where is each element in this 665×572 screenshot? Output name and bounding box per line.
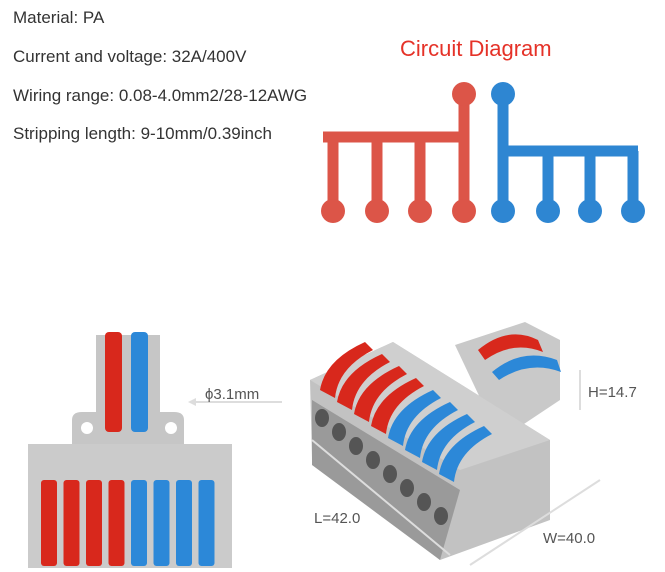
lever [320,342,373,398]
spec-stripping-length: Stripping length: 9-10mm/0.39inch [13,124,272,143]
lever [422,414,475,470]
spec-wiring-range: Wiring range: 0.08-4.0mm2/28-12AWG [13,86,308,105]
wire-hole [315,409,329,427]
length-label: L=42.0 [314,510,361,527]
wire-hole [417,493,431,511]
spec-current-voltage: Current and voltage: 32A/400V [13,47,247,66]
lever [153,480,170,566]
lever [371,378,424,434]
connector-iso-view [310,322,561,560]
lever [388,390,441,446]
wire-hole [400,479,414,497]
lever [439,426,492,482]
circuit-diagram-blue [491,82,645,223]
wire-hole [332,423,346,441]
lever [176,480,192,566]
wire-hole [434,507,448,525]
lever [108,480,125,566]
lever [86,480,102,566]
width-label: W=40.0 [543,530,596,547]
wire-hole [383,465,397,483]
lever [354,366,407,422]
height-label: H=14.7 [588,384,637,401]
lever [405,402,458,458]
lever [41,480,57,566]
circuit-diagram-title: Circuit Diagram [400,36,552,61]
lever [131,480,147,566]
lever [198,480,215,566]
spec-material: Material: PA [13,8,105,27]
lever [337,354,390,410]
circuit-diagram-red [321,82,476,223]
wire-hole [366,451,380,469]
hole-diameter-label: ϕ3.1mm [205,386,260,403]
lever [63,480,80,566]
wire-hole [349,437,363,455]
connector-front-view [28,332,232,568]
